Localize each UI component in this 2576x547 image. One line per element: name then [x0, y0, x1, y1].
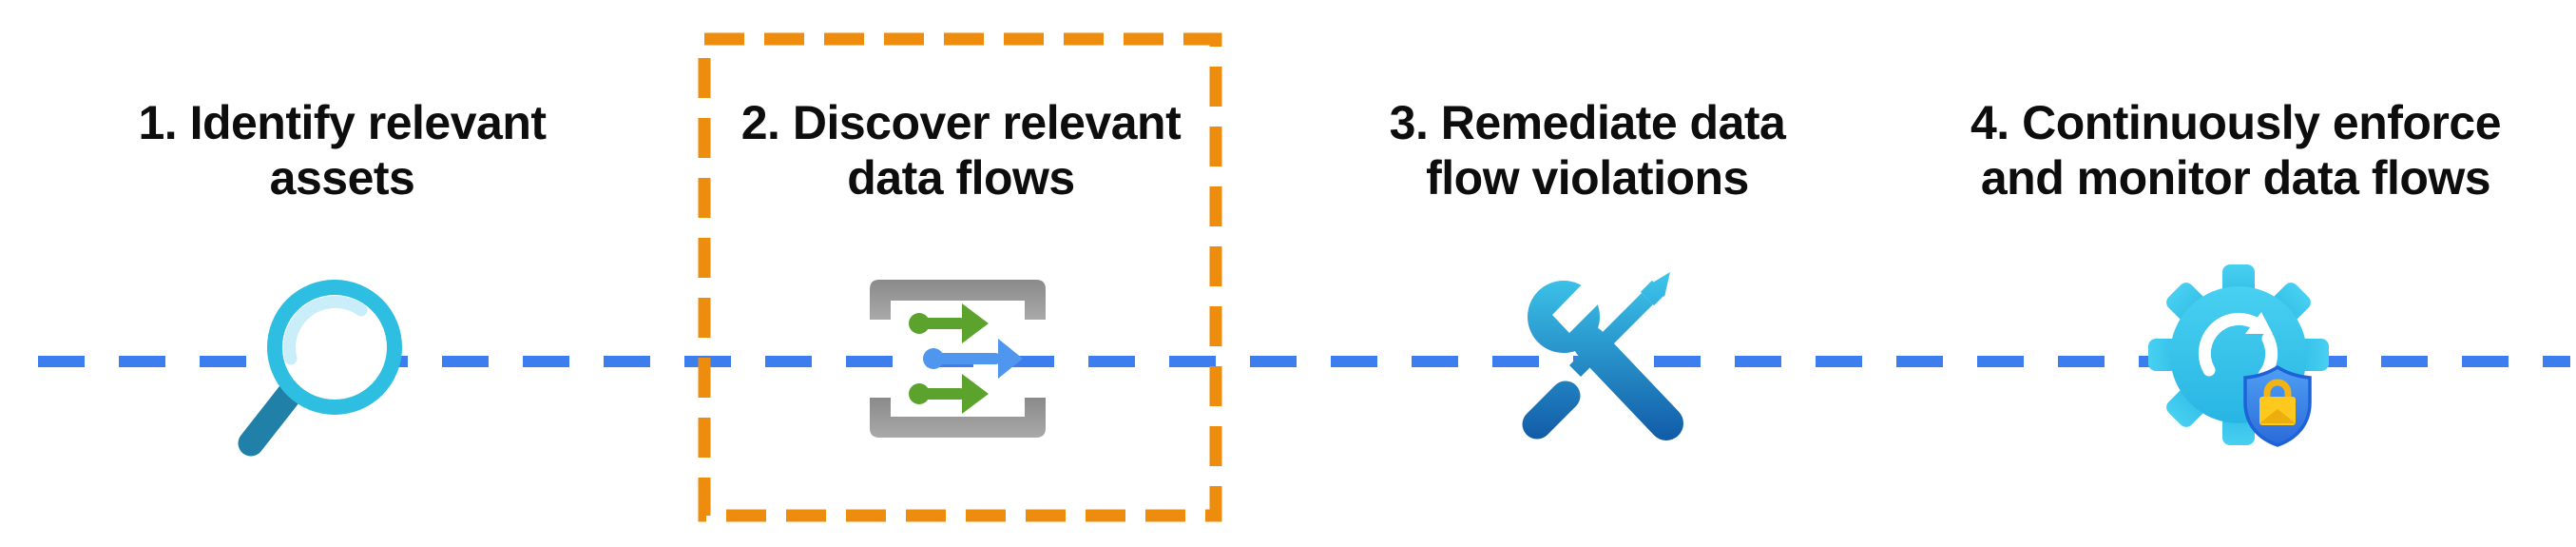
bracket-bottom: [870, 398, 1046, 438]
highlight-box: [698, 32, 1222, 522]
highlight-box-border: [698, 32, 1222, 522]
step-1-title-line-1: 1. Identify relevant: [138, 96, 547, 149]
bracket-top: [870, 280, 1046, 320]
step-2-title-line-2: data flows: [847, 151, 1075, 205]
shield-lock: [2243, 364, 2312, 447]
green-flow-arrow-bottom: [909, 374, 989, 414]
step-4-title-line-1: 4. Continuously enforce: [1970, 96, 2502, 149]
tools-icon: [1522, 272, 1683, 440]
step-2-title: 2. Discover relevant data flows: [741, 95, 1182, 205]
gear-shield-icon: [2148, 264, 2329, 447]
wrench-jaw-notch: [1552, 278, 1606, 333]
step-4-title-line-2: and monitor data flows: [1980, 151, 2491, 205]
magnifier-icon: [238, 280, 402, 457]
magnifier-glass-highlight: [283, 295, 368, 365]
step-1-title: 1. Identify relevant assets: [138, 95, 547, 205]
step-3-title: 3. Remediate data flow violations: [1390, 95, 1786, 205]
data-flows-icon: [870, 280, 1046, 438]
blue-main-flow-arrow: [923, 339, 1023, 379]
step-1-title-line-2: assets: [269, 151, 415, 205]
lock-body-fold: [2259, 409, 2296, 423]
green-flow-arrow-top: [909, 303, 989, 343]
step-2-title-line-1: 2. Discover relevant: [740, 96, 1182, 149]
wrench: [1528, 278, 1683, 440]
lock-shackle: [2263, 379, 2292, 399]
step-3-title-line-1: 3. Remediate data: [1389, 96, 1786, 149]
step-3-title-line-2: flow violations: [1426, 151, 1749, 205]
magnifier-handle: [238, 377, 306, 457]
step-4-title: 4. Continuously enforce and monitor data…: [1970, 95, 2502, 205]
timeline-dashed-line: [38, 356, 2570, 367]
